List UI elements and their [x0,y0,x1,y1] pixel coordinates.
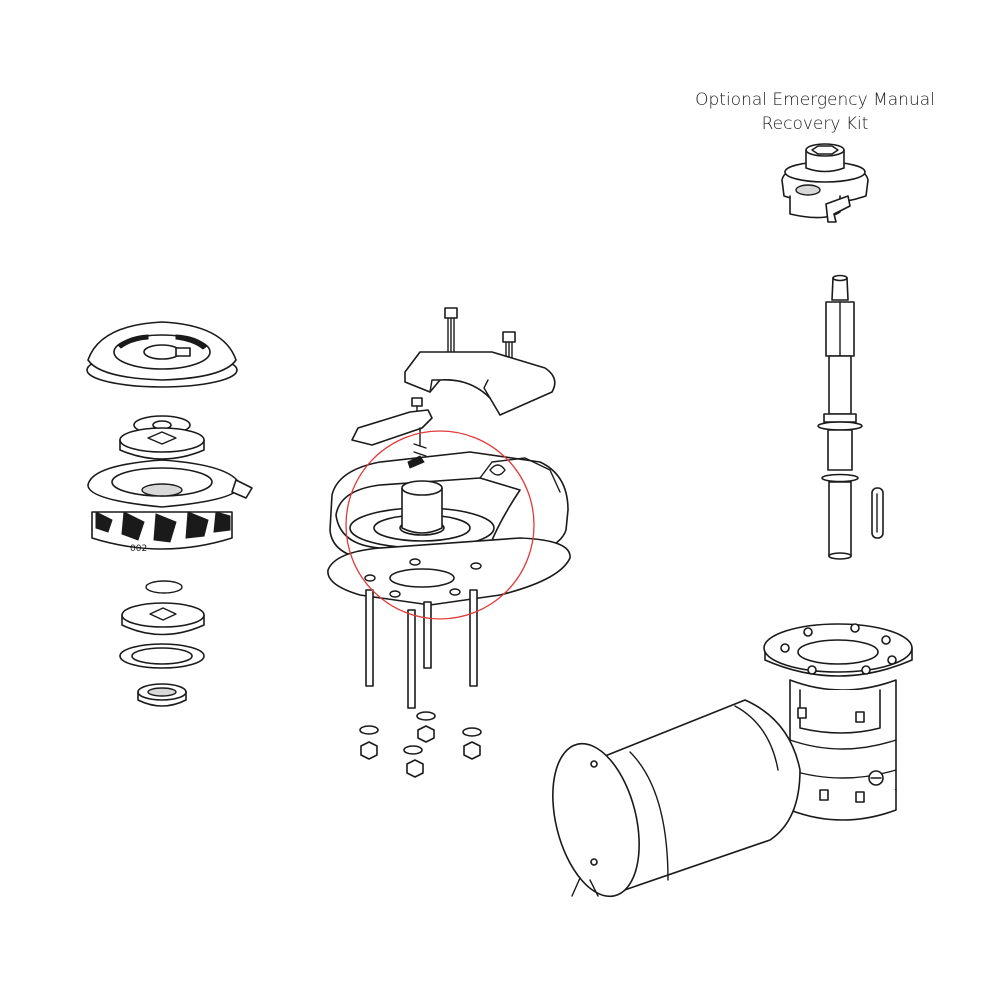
top-cover [404,351,556,416]
recovery-kit-part [781,143,869,223]
washers-and-nuts [359,711,482,778]
lip-seal [137,683,187,707]
recovery-kit-label-line1: Optional Emergency Manual [695,90,935,110]
main-shaft [817,274,863,560]
recovery-kit-label: Optional Emergency Manual Recovery Kit [690,88,940,136]
drum-cap [86,321,238,388]
gearbox-body [789,679,897,821]
stripper-hub [119,427,205,460]
recovery-kit-label-line2: Recovery Kit [761,114,869,134]
gypsy-body: 002 [87,459,253,554]
mounting-studs [365,589,478,709]
electric-motor [552,699,801,898]
spacer-washer [119,643,205,669]
gypsy-marking: 002 [130,544,147,554]
gearbox-flange [763,623,913,677]
bearing-housing [121,602,205,636]
circlip [145,580,183,594]
release-lever [351,397,433,465]
deck-housing [329,451,569,561]
detail-highlight-circle [345,430,535,620]
shaft-key [871,487,884,539]
